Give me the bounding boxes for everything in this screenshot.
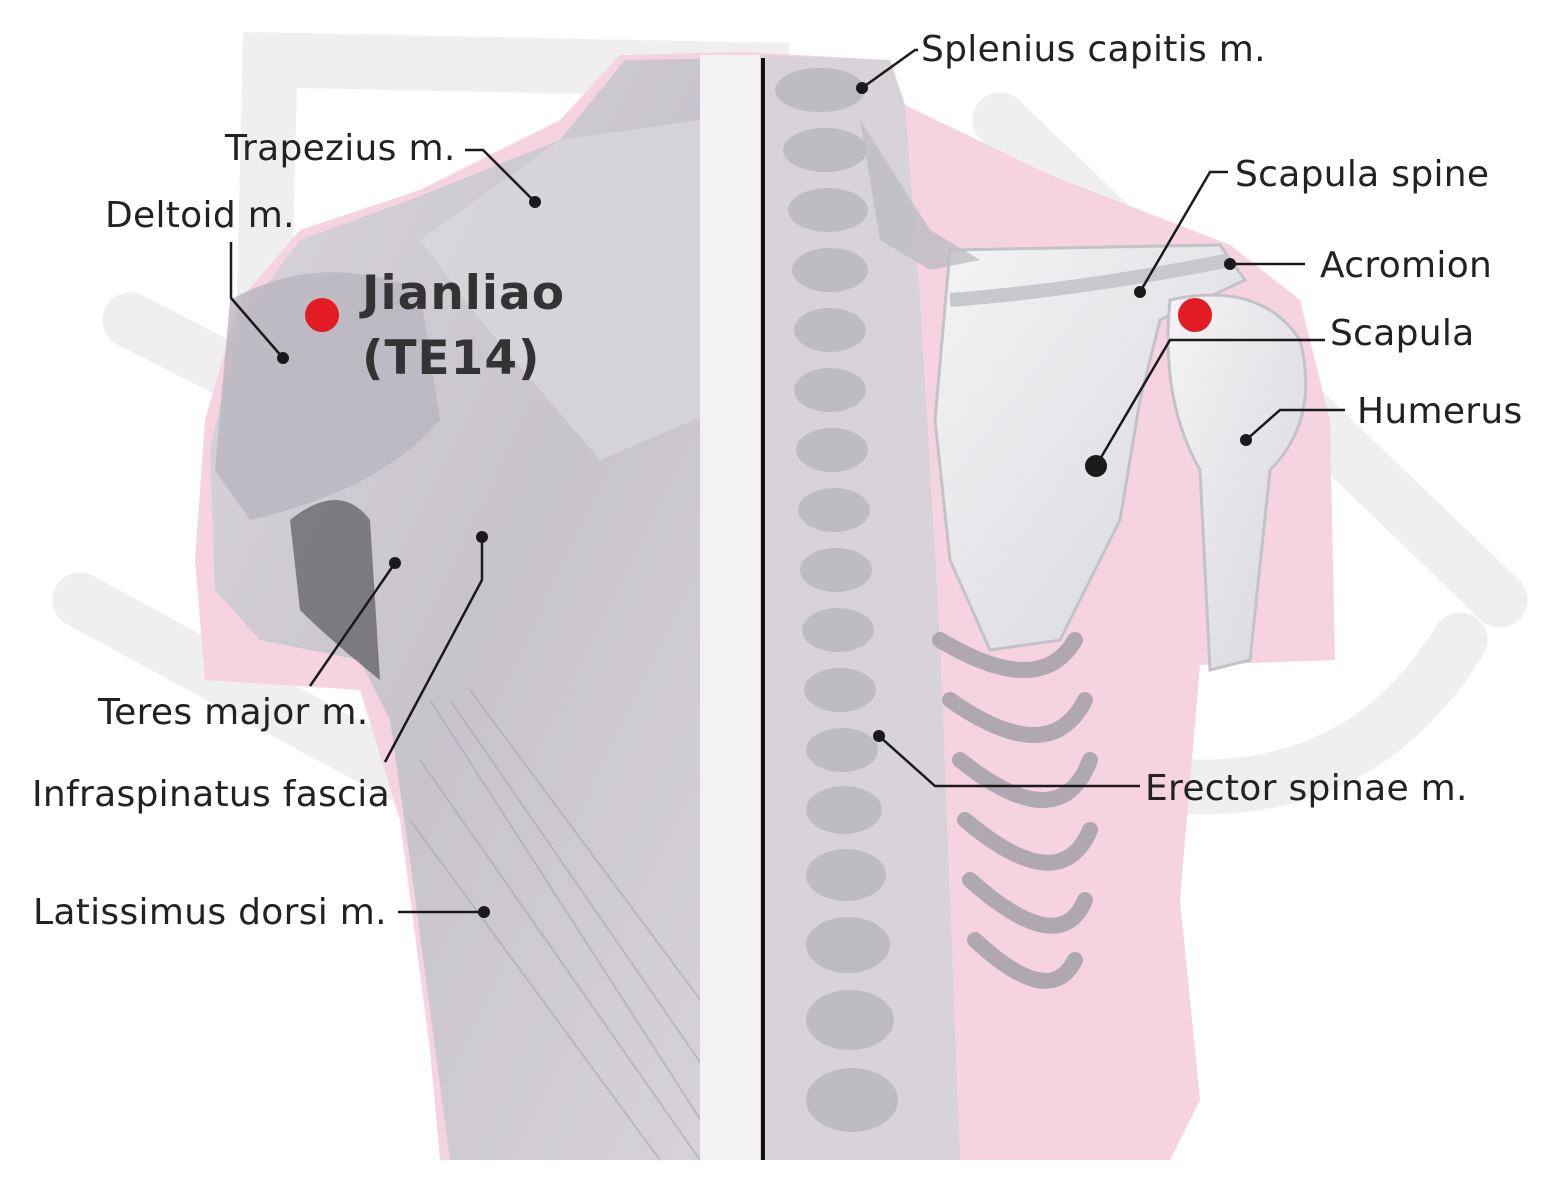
- label-acromion: Acromion: [1320, 245, 1493, 286]
- leader-erector-spinae: [878, 735, 1140, 788]
- scapula-bone: [933, 243, 1248, 652]
- acupoint-name: Jianliao: [362, 266, 565, 321]
- label-deltoid: Deltoid m.: [105, 195, 295, 236]
- ribs: [932, 632, 1098, 989]
- leader-scapula-spine: [1138, 170, 1228, 293]
- leader-trapezius: [465, 148, 536, 203]
- leader-humerus: [1245, 408, 1345, 441]
- leader-infraspinatus: [383, 537, 484, 763]
- dot-infraspinatus: [476, 531, 488, 543]
- acupoint-code: (TE14): [362, 331, 541, 386]
- label-erector-spinae: Erector spinae m.: [1145, 768, 1468, 809]
- dot-teres-major: [389, 557, 401, 569]
- leader-teres-major: [308, 562, 397, 687]
- label-scapula-spine: Scapula spine: [1235, 154, 1490, 195]
- dot-deltoid: [277, 352, 289, 364]
- acupoint-marker-right: [1178, 298, 1212, 332]
- scapula-spine-ridge: [949, 253, 1232, 307]
- latissimus-fibers: [409, 689, 746, 1161]
- leader-scapula: [1094, 338, 1325, 467]
- leader-lines: [229, 48, 1345, 914]
- dot-scapula: [1085, 455, 1107, 477]
- leader-splenius: [861, 48, 918, 90]
- spine-strip: [700, 55, 760, 1160]
- dot-trapezius: [529, 196, 541, 208]
- dot-humerus: [1240, 434, 1252, 446]
- label-scapula: Scapula: [1330, 313, 1475, 354]
- humerus-bone: [1166, 293, 1308, 672]
- label-infraspinatus-fascia: Infraspinatus fascia: [32, 774, 390, 815]
- dot-splenius: [856, 82, 868, 94]
- trapezius-shape: [420, 120, 740, 460]
- label-splenius-capitis: Splenius capitis m.: [921, 29, 1266, 70]
- dot-latissimus: [478, 906, 490, 918]
- label-latissimus-dorsi: Latissimus dorsi m.: [33, 892, 387, 933]
- vertebrae: [775, 68, 898, 1132]
- acupoint-marker-left: [305, 298, 339, 332]
- label-trapezius: Trapezius m.: [225, 128, 456, 169]
- label-teres-major: Teres major m.: [98, 692, 369, 733]
- dot-acromion: [1224, 258, 1236, 270]
- leader-deltoid: [229, 242, 284, 359]
- deltoid-shape: [215, 272, 440, 520]
- leader-dots: [277, 82, 1252, 918]
- dot-erector-spinae: [873, 730, 885, 742]
- dot-scapula-spine: [1134, 286, 1146, 298]
- label-humerus: Humerus: [1357, 391, 1523, 432]
- splenius-shape: [860, 120, 980, 270]
- armpit-shadow: [290, 500, 380, 680]
